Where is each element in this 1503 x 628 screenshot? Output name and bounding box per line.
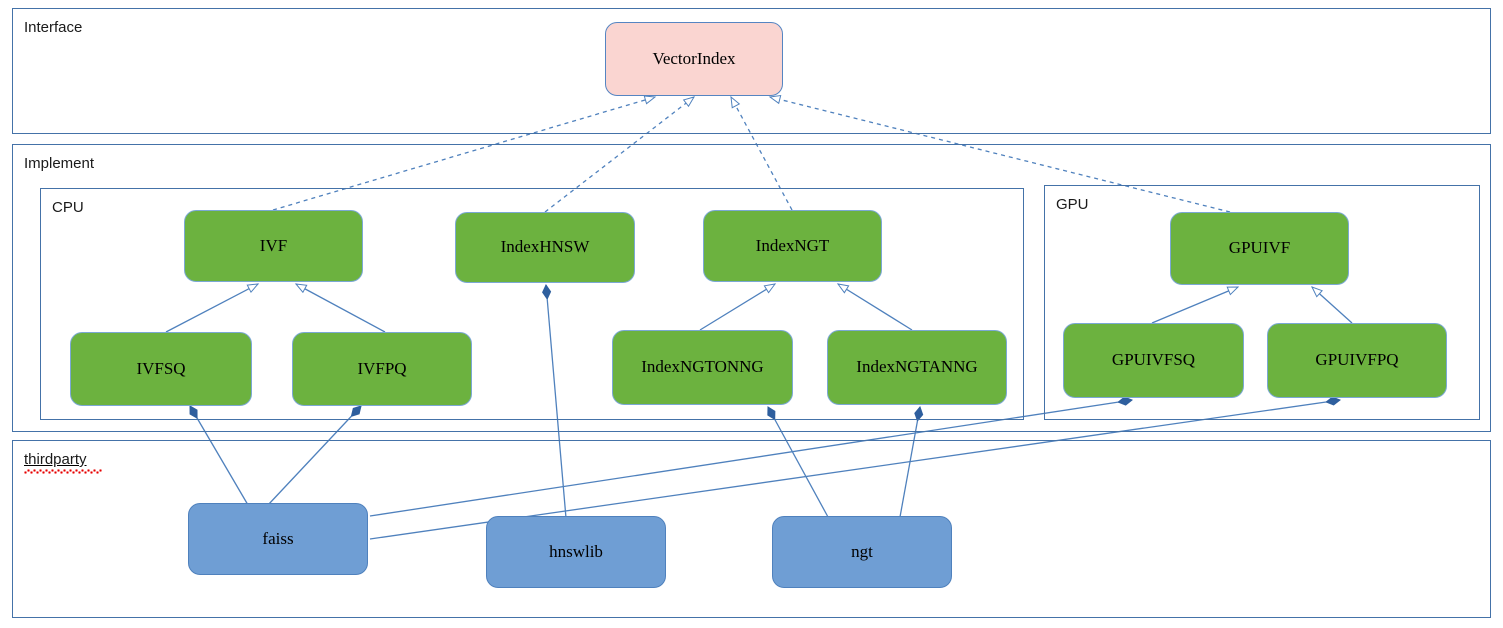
class-node-ngt[interactable]: ngt	[772, 516, 952, 588]
package-label-thirdparty: thirdparty	[24, 451, 87, 468]
spellcheck-squiggle	[24, 469, 102, 474]
class-node-indexngt[interactable]: IndexNGT	[703, 210, 882, 282]
class-node-label: IndexHNSW	[500, 237, 590, 257]
class-node-label: ngt	[851, 541, 873, 561]
class-node-ivf[interactable]: IVF	[184, 210, 363, 282]
package-label-interface: Interface	[24, 19, 83, 36]
class-node-label: GPUIVF	[1228, 238, 1291, 258]
class-node-faiss[interactable]: faiss	[188, 503, 368, 575]
class-node-label: GPUIVFSQ	[1111, 350, 1196, 370]
package-label-implement: Implement	[24, 155, 95, 172]
package-label-gpu: GPU	[1056, 196, 1089, 213]
class-node-label: hnswlib	[549, 541, 603, 561]
class-node-label: IndexNGTONNG	[641, 357, 764, 377]
class-node-label: IndexNGT	[755, 235, 830, 255]
package-interface	[12, 8, 1491, 134]
class-node-vectorindex[interactable]: VectorIndex	[605, 22, 783, 96]
package-cpu	[40, 188, 1024, 420]
class-node-label: IVF	[259, 235, 288, 255]
class-node-indexngtonng[interactable]: IndexNGTONNG	[612, 330, 793, 405]
class-node-label: IVFSQ	[136, 358, 186, 378]
class-node-label: GPUIVFPQ	[1315, 350, 1399, 370]
package-gpu	[1044, 185, 1480, 420]
class-node-label: IndexNGTANNG	[856, 357, 978, 377]
class-node-label: faiss	[262, 528, 294, 548]
class-node-gpuivfsq[interactable]: GPUIVFSQ	[1063, 323, 1244, 398]
class-node-label: IVFPQ	[357, 358, 407, 378]
package-thirdparty	[12, 440, 1491, 618]
class-node-indexhnsw[interactable]: IndexHNSW	[455, 212, 635, 283]
package-implement	[12, 144, 1491, 432]
class-node-ivfpq[interactable]: IVFPQ	[292, 332, 472, 406]
class-node-gpuivfpq[interactable]: GPUIVFPQ	[1267, 323, 1447, 398]
class-node-hnswlib[interactable]: hnswlib	[486, 516, 666, 588]
class-node-ivfsq[interactable]: IVFSQ	[70, 332, 252, 406]
package-label-cpu: CPU	[52, 199, 84, 216]
class-node-gpuivf[interactable]: GPUIVF	[1170, 212, 1349, 285]
class-node-indexngtanng[interactable]: IndexNGTANNG	[827, 330, 1007, 405]
class-node-label: VectorIndex	[652, 48, 736, 68]
